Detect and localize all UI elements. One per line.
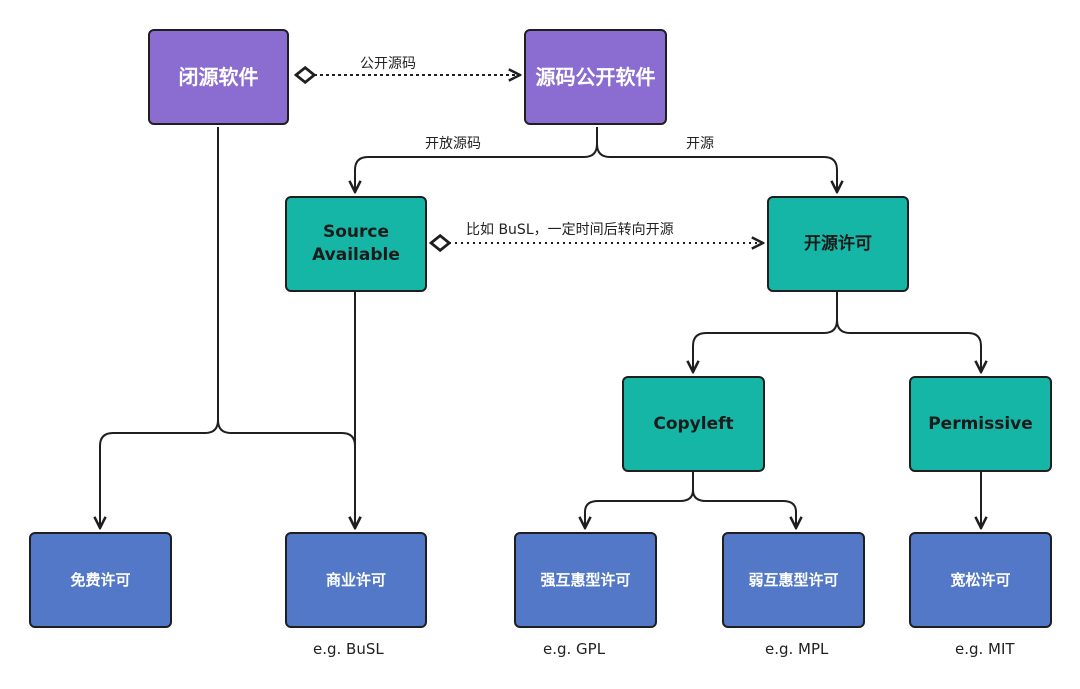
node-source-public-label: 源码公开软件 (535, 64, 656, 89)
node-commercial-license: 商业许可 (285, 532, 427, 628)
node-commercial-license-label: 商业许可 (325, 570, 386, 589)
node-source-available-line2: Available (312, 245, 400, 265)
node-free-license: 免费许可 (29, 532, 172, 628)
node-loose-license-label: 宽松许可 (950, 570, 1011, 589)
node-weak-reciprocal-label: 弱互惠型许可 (748, 570, 839, 589)
example-busl: e.g. BuSL (313, 640, 384, 658)
node-weak-reciprocal: 弱互惠型许可 (722, 532, 865, 628)
node-source-public: 源码公开软件 (524, 29, 667, 125)
edge-copyleft-to-weak (692, 489, 796, 528)
example-mit: e.g. MIT (955, 640, 1015, 658)
node-closed-source: 闭源软件 (148, 29, 289, 125)
node-strong-reciprocal-label: 强互惠型许可 (540, 570, 631, 589)
node-loose-license: 宽松许可 (909, 532, 1052, 628)
node-copyleft: Copyleft (622, 376, 765, 472)
example-gpl: e.g. GPL (543, 640, 606, 658)
edge-copyleft-to-strong (585, 471, 694, 528)
edge-public-to-open-source (596, 143, 837, 192)
node-permissive: Permissive (909, 376, 1052, 472)
edge-label-open-source: 开源 (686, 136, 714, 152)
edge-closed-to-commercial (217, 419, 355, 528)
node-open-source-license: 开源许可 (767, 196, 909, 292)
node-copyleft-label: Copyleft (653, 413, 734, 434)
edge-closed-to-free (100, 127, 219, 528)
example-mpl: e.g. MPL (765, 640, 829, 658)
node-open-source-license-label: 开源许可 (804, 233, 872, 254)
node-closed-source-label: 闭源软件 (178, 64, 259, 89)
edge-public-to-source-available (355, 127, 598, 192)
node-permissive-label: Permissive (928, 413, 1033, 434)
node-source-available-line1: Source (322, 222, 390, 243)
edge-open-to-copyleft (693, 291, 838, 372)
edge-open-to-permissive (836, 319, 981, 372)
node-strong-reciprocal: 强互惠型许可 (514, 532, 657, 628)
node-free-license-label: 免费许可 (70, 570, 131, 589)
edge-label-busl-note: 比如 BuSL，一定时间后转向开源 (466, 222, 674, 238)
edge-label-publish-source: 公开源码 (360, 56, 416, 72)
node-source-available: Source Available (285, 196, 427, 292)
edge-label-open-up-source: 开放源码 (425, 136, 481, 152)
